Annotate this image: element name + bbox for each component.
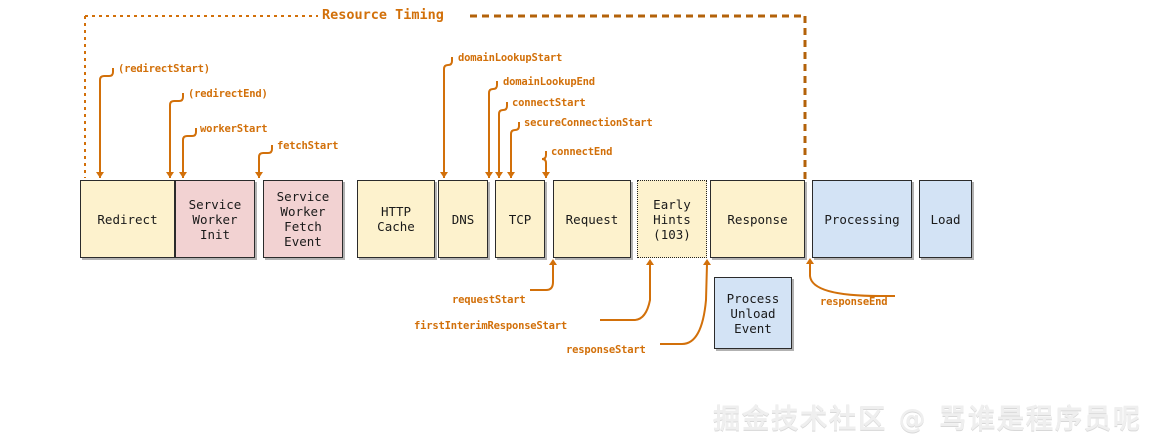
mark-label-response-start: responseStart <box>566 344 646 356</box>
phase-box-process-unload-event: Process Unload Event <box>714 277 792 349</box>
arrowhead-redirect-start <box>96 172 104 178</box>
arrowhead-worker-start <box>179 172 187 178</box>
phase-box-dns: DNS <box>438 180 488 258</box>
arrowhead-connect-end <box>542 172 550 178</box>
mark-label-connect-end: connectEnd <box>551 146 613 158</box>
mark-label-redirect-start: (redirectStart) <box>118 63 210 75</box>
mark-label-secure-connection-start: secureConnectionStart <box>524 117 653 129</box>
mark-label-request-start: requestStart <box>452 294 526 306</box>
arrowhead-secure-connection-start <box>507 172 515 178</box>
phase-box-service-worker-init: Service Worker Init <box>175 180 255 258</box>
phase-box-load: Load <box>919 180 972 258</box>
phase-box-tcp: TCP <box>495 180 545 258</box>
arrowhead-fetch-start <box>255 172 263 178</box>
mark-label-worker-start: workerStart <box>200 123 268 135</box>
phase-box-http-cache: HTTP Cache <box>357 180 435 258</box>
mark-label-redirect-end: (redirectEnd) <box>188 88 268 100</box>
mark-label-connect-start: connectStart <box>512 97 586 109</box>
mark-label-fetch-start: fetchStart <box>277 140 339 152</box>
arrowhead-request-start <box>549 259 557 265</box>
phase-box-response: Response <box>710 180 805 258</box>
arrowhead-response-start <box>703 259 711 265</box>
mark-label-response-end: responseEnd <box>820 296 888 308</box>
arrowhead-first-interim-response-start <box>646 259 654 265</box>
phase-box-early-hints: Early Hints (103) <box>637 180 707 258</box>
arrowhead-domain-lookup-start <box>440 172 448 178</box>
diagram-title: Resource Timing <box>322 7 444 23</box>
phase-box-service-worker-fetch: Service Worker Fetch Event <box>263 180 343 258</box>
arrowhead-response-end <box>806 258 814 264</box>
mark-label-domain-lookup-start: domainLookupStart <box>458 52 563 64</box>
mark-label-domain-lookup-end: domainLookupEnd <box>503 76 595 88</box>
arrowhead-redirect-end <box>166 172 174 178</box>
arrowhead-domain-lookup-end <box>485 172 493 178</box>
arrowhead-connect-start <box>495 172 503 178</box>
mark-label-first-interim-response-start: firstInterimResponseStart <box>414 320 568 332</box>
phase-box-processing: Processing <box>812 180 912 258</box>
phase-box-redirect: Redirect <box>80 180 175 258</box>
watermark: 掘金技术社区 @ 骂谁是程序员呢 <box>713 404 1142 435</box>
phase-box-request: Request <box>553 180 631 258</box>
